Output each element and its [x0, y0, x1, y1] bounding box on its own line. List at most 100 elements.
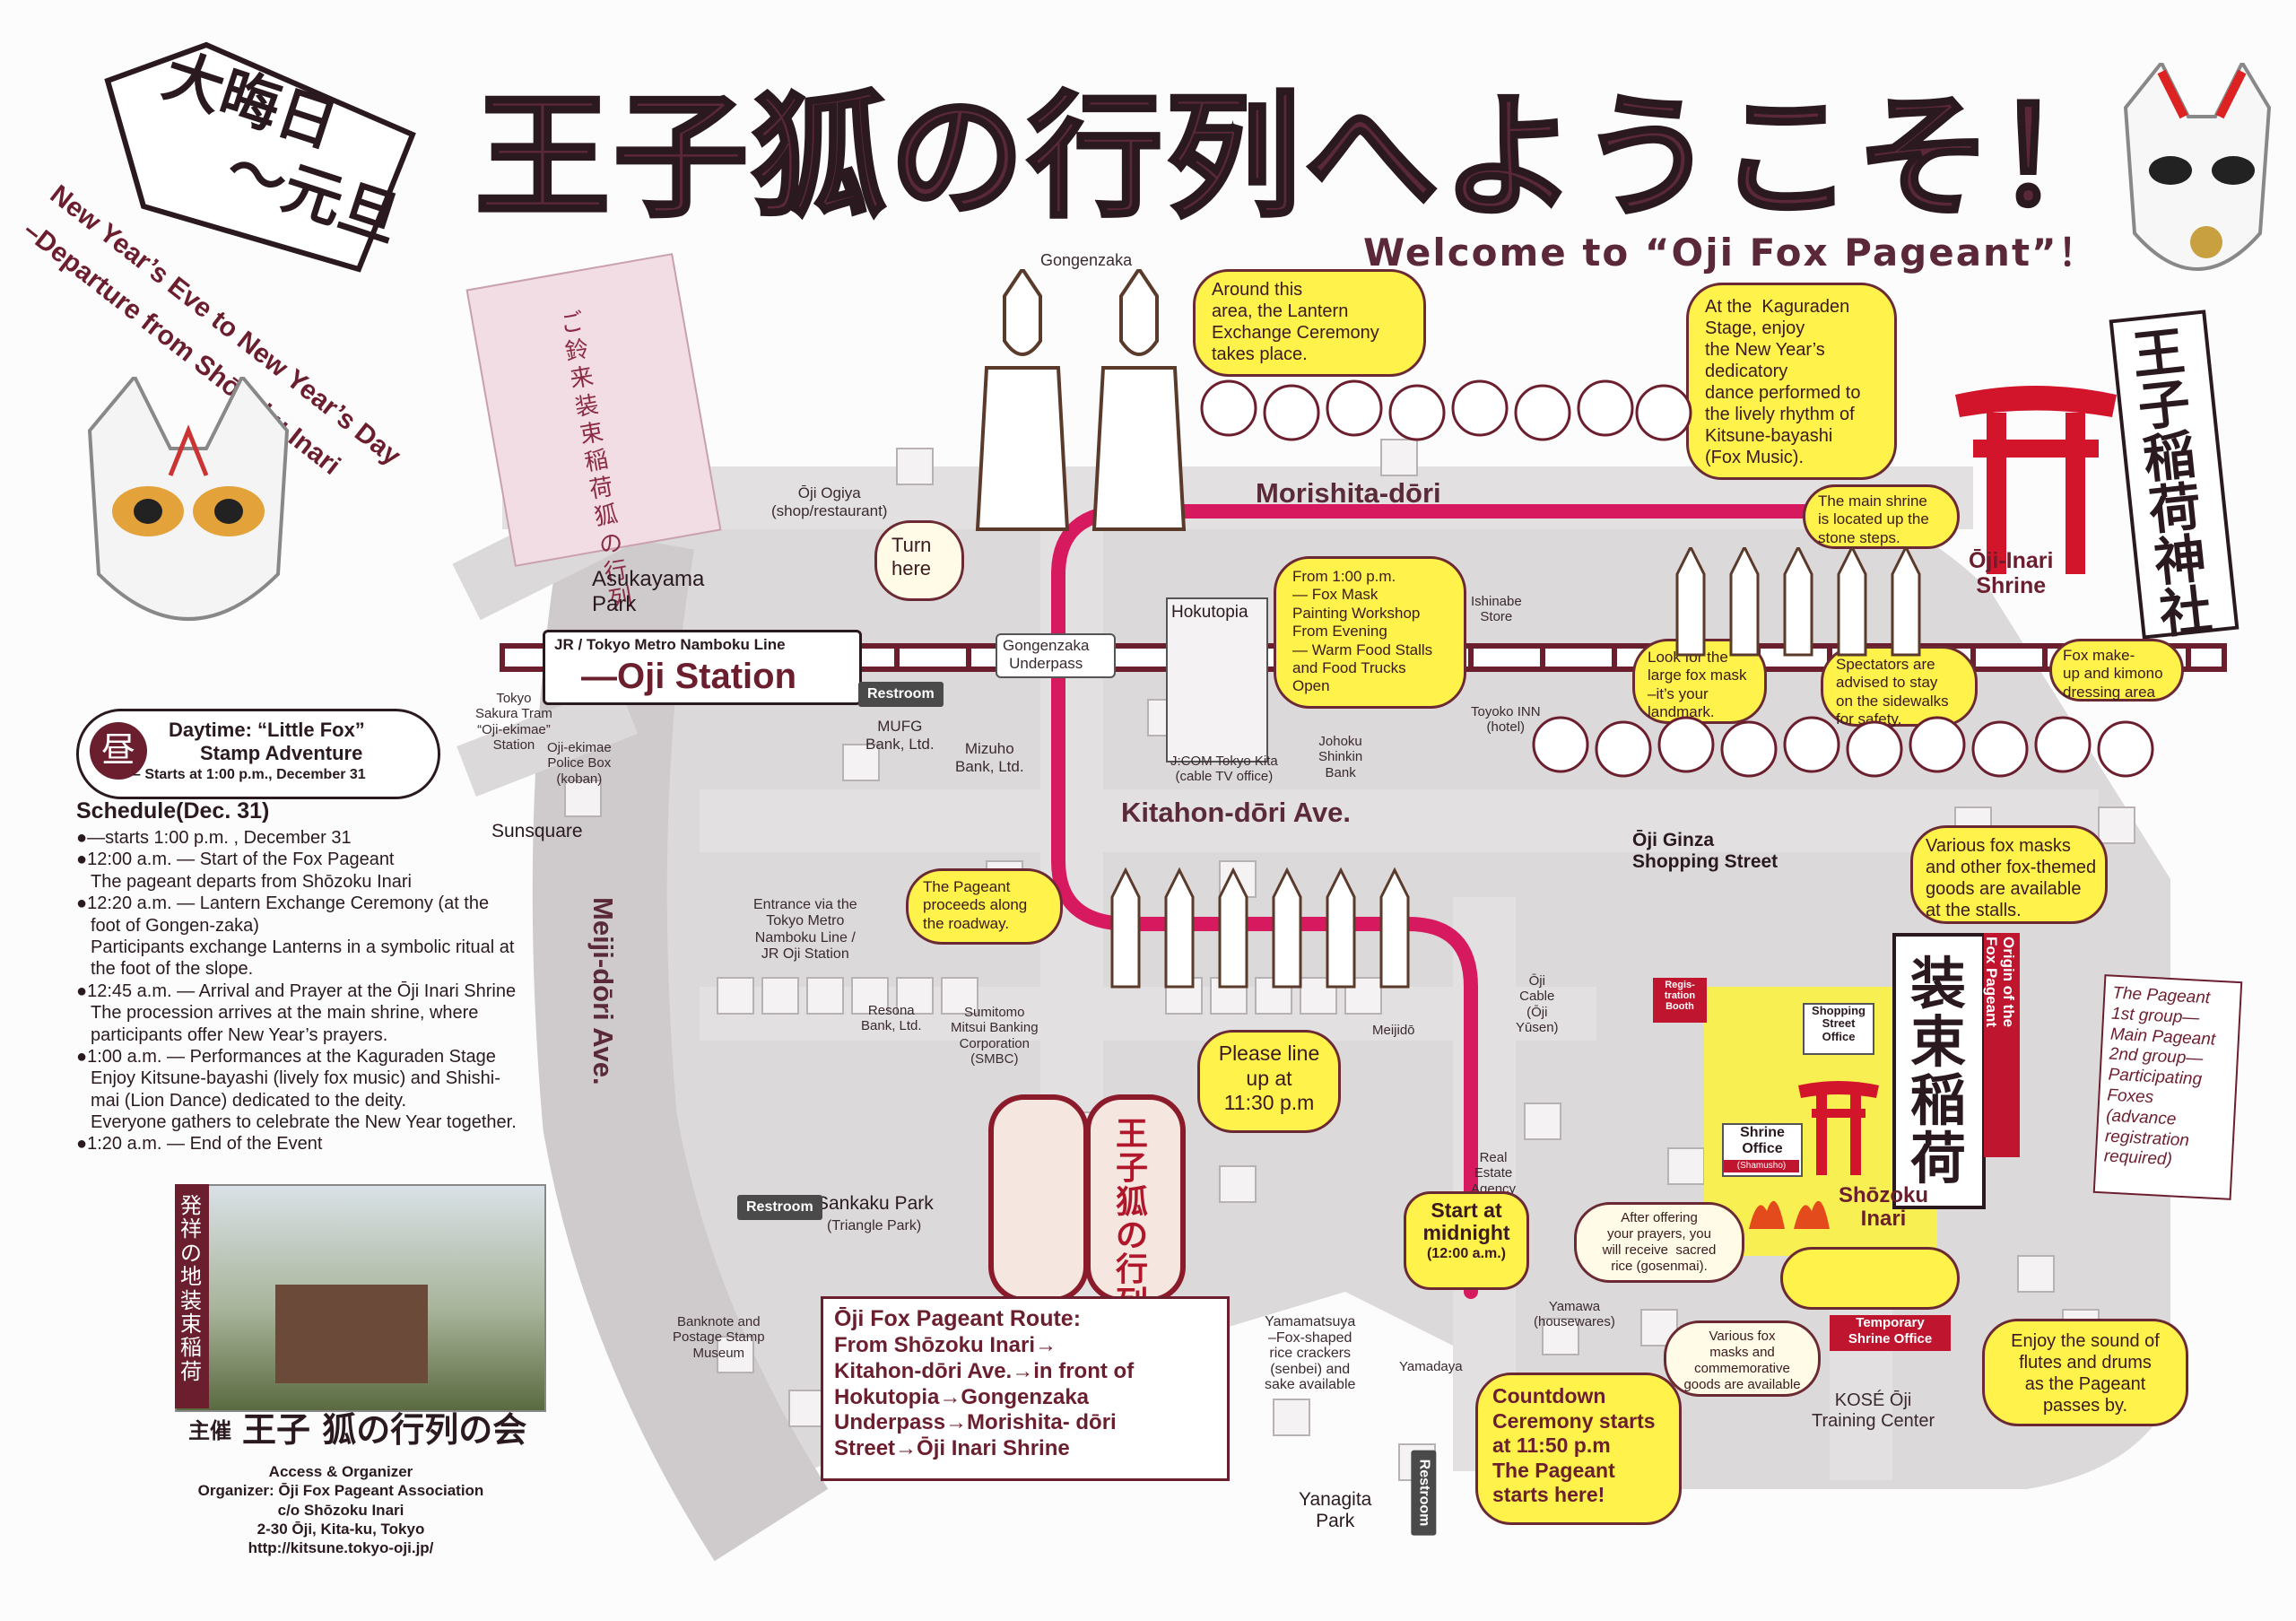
schedule-line: ●12:45 a.m. — Arrival and Prayer at the … — [76, 980, 517, 1001]
schedule-line: The procession arrives at the main shrin… — [91, 1003, 479, 1024]
restroom-yanagita: Restroom — [1411, 1450, 1437, 1536]
label-yamamatsuya: Yamamatsuya –Fox-shaped rice crackers (s… — [1265, 1314, 1356, 1393]
schedule-list: ●—starts 1:00 p.m. , December 31 ●12:00 … — [76, 827, 578, 1155]
groups-note: The Pageant 1st group— Main Pageant 2nd … — [2092, 974, 2243, 1200]
date-banner: 大晦日 〜元旦 — [90, 27, 430, 287]
label-ishinabe: Ishinabe Store — [1471, 594, 1522, 625]
bubble-start: Start at midnight (12:00 a.m.) — [1404, 1191, 1529, 1290]
photo-caption: 発祥の地 装束稲荷 — [180, 1194, 202, 1384]
label-sankaku: Sankaku Park — [816, 1193, 934, 1214]
label-shozoku[interactable]: Shōzoku Inari — [1839, 1183, 1928, 1232]
fox-couple-icon — [975, 269, 1187, 531]
shozoku-sign-text: 装束稲荷 — [1910, 951, 1967, 1192]
bubble-start-text: Start at midnight — [1422, 1198, 1510, 1245]
label-real-estate: Real Estate Agency — [1471, 1150, 1517, 1197]
label-smbc: Sumitomo Mitsui Banking Corporation (SMB… — [951, 1005, 1039, 1067]
organizer-line: Organizer: Ōji Fox Pageant Association — [197, 1482, 484, 1500]
subtitle: Welcome to “Oji Fox Pageant”！ — [1363, 231, 2098, 275]
schedule-line: The pageant departs from Shōzoku Inari — [91, 871, 412, 892]
fox-mask-right-icon — [2123, 63, 2272, 271]
bubble-sidewalks: Spectators are advised to stay on the si… — [1821, 646, 1978, 728]
origin-strip: Origin of the Fox Pageant — [1983, 933, 2020, 1157]
organizer-url[interactable]: http://kitsune.tokyo-oji.jp/ — [248, 1539, 434, 1556]
organizer-info: Access & Organizer Organizer: Ōji Fox Pa… — [135, 1462, 547, 1557]
temporary-shrine-office: Temporary Shrine Office — [1830, 1315, 1951, 1351]
bubble-workshop: From 1:00 p.m. — Fox Mask Painting Works… — [1274, 556, 1466, 709]
label-oji-inari[interactable]: Ōji-Inari Shrine — [1969, 548, 2054, 598]
label-yanagita: Yanagita Park — [1299, 1489, 1372, 1532]
label-ogiya: Ōji Ogiya (shop/restaurant) — [771, 484, 888, 519]
label-gongenzaka: Gongenzaka — [1040, 251, 1133, 269]
street-morishita: Morishita-dōri — [1256, 477, 1441, 509]
oji-inari-sign-text: 王子稲荷神社 — [2129, 320, 2215, 646]
host-label: 主催 — [188, 1419, 231, 1443]
label-mufg: MUFG Bank, Ltd. — [865, 718, 935, 753]
kitahon-road — [700, 789, 2099, 852]
stamp-line-3: – Starts at 1:00 p.m., December 31 — [133, 767, 366, 782]
street-meiji: Meiji-dōri Ave. — [587, 897, 619, 1085]
label-underpass: Gongenzaka Underpass — [1003, 637, 1090, 672]
main-title: 王子狐の行列へようこそ！ — [474, 79, 2134, 237]
groups-note-text: The Pageant 1st group— Main Pageant 2nd … — [2103, 983, 2216, 1170]
route-box-title: Ōji Fox Pageant Route: — [834, 1306, 1082, 1331]
photo-caption-strip: 発祥の地 装束稲荷 — [175, 1184, 209, 1408]
schedule-line: participants offer New Year’s prayers. — [91, 1024, 388, 1045]
bubble-kagamiwari — [1780, 1247, 1960, 1310]
shozoku-sign: 装束稲荷 — [1892, 933, 1986, 1209]
lantern-left-icon — [988, 1094, 1089, 1303]
stamp-line-1: Daytime: “Little Fox” — [169, 719, 365, 741]
label-yamadaya: Yamadaya — [1399, 1359, 1463, 1374]
small-torii-icon — [1798, 1081, 1879, 1175]
bubble-lantern-exchange: Around this area, the Lantern Exchange C… — [1193, 269, 1426, 377]
shrine-office-shamusho: (Shamusho) — [1724, 1160, 1799, 1172]
pageant-route — [1051, 504, 1828, 1299]
label-jcom: J:COM Tokyo Kita (cable TV office) — [1170, 754, 1278, 785]
label-kose: KOSÉ Ōji Training Center — [1812, 1390, 1935, 1431]
label-resona: Resona Bank, Ltd. — [861, 1003, 922, 1034]
oji-station-label: —Oji Station — [581, 657, 796, 696]
restroom-sankaku: Restroom — [737, 1195, 822, 1220]
bubble-roadway: The Pageant proceeds along the roadway. — [906, 868, 1063, 945]
schedule-line: ●1:00 a.m. — Performances at the Kagurad… — [76, 1046, 496, 1067]
label-triangle: (Triangle Park) — [827, 1218, 922, 1233]
fox-row-icon — [1675, 547, 1921, 657]
lantern-right: 王子狐の行列 — [1085, 1094, 1186, 1320]
label-entrance[interactable]: Entrance via the Tokyo Metro Namboku Lin… — [753, 897, 857, 963]
street-kitahon: Kitahon-dōri Ave. — [1121, 797, 1352, 828]
bubble-countdown: Countdown Ceremony starts at 11:50 p.m T… — [1475, 1373, 1682, 1525]
underpass-box: Gongenzaka Underpass — [996, 633, 1116, 678]
bubble-turn-here: Turn here — [874, 520, 964, 601]
schedule-line: foot of Gongen-zaka) — [91, 915, 259, 936]
stamp-adventure-box: 昼 Daytime: “Little Fox” Stamp Adventure … — [76, 709, 440, 799]
label-cable: Ōji Cable (Ōji Yūsen) — [1516, 973, 1559, 1035]
label-toyoko: Toyoko INN (hotel) — [1471, 704, 1541, 736]
bubble-commemorative: Various fox masks and commemorative good… — [1664, 1320, 1821, 1397]
label-origin: Origin of the Fox Pageant — [1983, 937, 2017, 1028]
schedule-line: ●1:20 a.m. — End of the Event — [76, 1134, 323, 1155]
label-ginza: Ōji Ginza Shopping Street — [1632, 830, 1779, 873]
label-johoku: Johoku Shinkin Bank — [1318, 734, 1363, 780]
label-police: Oji-ekimae Police Box (koban) — [547, 740, 612, 787]
organizer-line: 2-30 Ōji, Kita-ku, Tokyo — [257, 1520, 425, 1538]
bubble-rice: After offering your prayers, you will re… — [1574, 1202, 1744, 1283]
label-asukayama: Asukayama Park — [592, 567, 705, 616]
bubble-dressing: Fox make- up and kimono dressing area — [2049, 639, 2184, 702]
label-banknote: Banknote and Postage Stamp Museum — [673, 1314, 765, 1361]
label-hokutopia: Hokutopia — [1171, 603, 1248, 622]
schedule-line: ●—starts 1:00 p.m. , December 31 — [76, 828, 352, 848]
lower-road — [700, 987, 1596, 1041]
bubble-flutes: Enjoy the sound of flutes and drums as t… — [1982, 1319, 2188, 1426]
fox-procession-icon — [1110, 867, 1410, 989]
restroom-station: Restroom — [858, 682, 944, 707]
oji-station-box[interactable]: JR / Tokyo Metro Namboku Line —Oji Stati… — [543, 630, 862, 705]
schedule-line: Enjoy Kitsune-bayashi (lively fox music)… — [91, 1068, 500, 1089]
schedule-line: ●12:00 a.m. — Start of the Fox Pageant — [76, 850, 395, 870]
rail-line-label: JR / Tokyo Metro Namboku Line — [554, 636, 786, 653]
stamp-line-2: Stamp Adventure — [200, 742, 363, 764]
bubble-kaguraden: At the Kaguraden Stage, enjoy the New Ye… — [1686, 283, 1897, 480]
registration-booth[interactable]: Regis- tration Booth — [1653, 978, 1707, 1023]
label-meijido: Meijidō — [1372, 1023, 1415, 1038]
hokutopia-building: Hokutopia — [1166, 597, 1268, 763]
route-box: Ōji Fox Pageant Route: From Shōzoku Inar… — [821, 1296, 1230, 1481]
schedule-line: the foot of the slope. — [91, 959, 254, 980]
